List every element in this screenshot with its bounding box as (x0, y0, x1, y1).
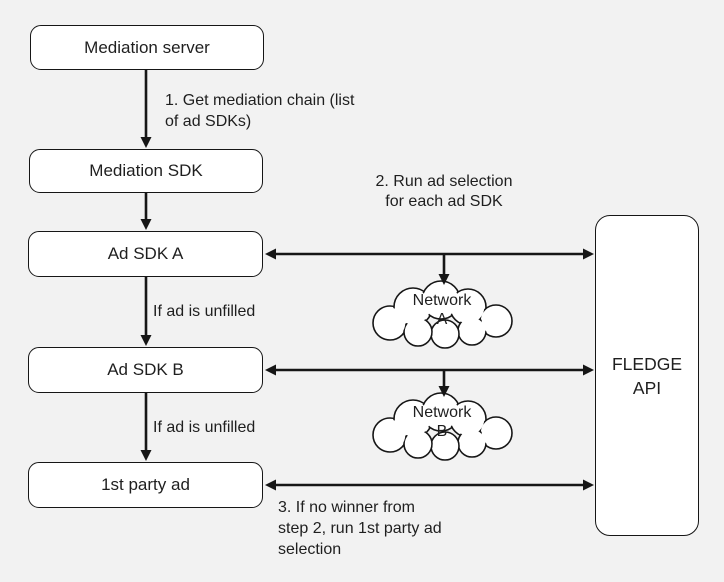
node-ad-sdk-a: Ad SDK A (28, 231, 263, 277)
arrow-ad-sdk-b-fledge-icon (265, 364, 594, 376)
node-label: Mediation server (84, 37, 210, 57)
node-label: Mediation SDK (89, 161, 203, 180)
annotation-step3: 3. If no winner from step 2, run 1st par… (278, 497, 442, 560)
annotation-step2: 2. Run ad selection for each ad SDK (354, 172, 534, 212)
arrow-to-network-a-icon (438, 254, 450, 285)
arrow-mediation-sdk-to-ad-sdk-a-icon (140, 193, 152, 230)
annotation-line: step 2, run 1st party ad (278, 520, 442, 537)
annotation-line: 2. Run ad selection (375, 173, 513, 190)
annotation-line: 3. If no winner from (278, 499, 415, 516)
annotation-if-ad-unfilled-1: If ad is unfilled (153, 303, 256, 320)
node-mediation-sdk: Mediation SDK (29, 149, 263, 193)
node-label: Ad SDK A (107, 244, 184, 263)
arrow-ad-sdk-a-fledge-icon (265, 248, 594, 260)
annotation-step1: 1. Get mediation chain (list of ad SDKs) (165, 90, 354, 132)
arrow-to-network-b-icon (438, 370, 450, 397)
node-label-line: API (632, 377, 662, 398)
network-b-cloud-shape (372, 392, 513, 461)
arrow-server-to-mediation-sdk-icon (140, 70, 152, 148)
network-a-label: Network A (368, 291, 516, 329)
cloud-label-line: B (436, 423, 448, 440)
annotation-if-ad-unfilled-2: If ad is unfilled (153, 419, 256, 436)
node-first-party-ad: 1st party ad (28, 462, 263, 508)
arrow-ad-sdk-b-to-first-party-ad-icon (140, 393, 152, 461)
node-ad-sdk-b: Ad SDK B (28, 347, 263, 393)
node-mediation-server: Mediation server (30, 25, 264, 70)
cloud-label-line: A (436, 311, 448, 328)
cloud-label-line: Network (412, 404, 472, 421)
annotation-line: for each ad SDK (385, 193, 503, 210)
arrow-ad-sdk-a-to-ad-sdk-b-icon (140, 277, 152, 346)
node-label: 1st party ad (101, 475, 190, 494)
node-fledge-api: FLEDGE API (595, 215, 699, 536)
cloud-label-line: Network (412, 292, 472, 309)
node-label-line: FLEDGE (611, 353, 683, 374)
annotation-line: selection (278, 541, 342, 558)
network-b-label: Network B (368, 403, 516, 441)
annotation-line: of ad SDKs) (165, 113, 252, 130)
network-a-cloud-shape (372, 280, 513, 349)
node-label: Ad SDK B (107, 360, 184, 379)
arrow-first-party-ad-fledge-icon (265, 479, 594, 491)
annotation-line: 1. Get mediation chain (list (165, 92, 355, 109)
